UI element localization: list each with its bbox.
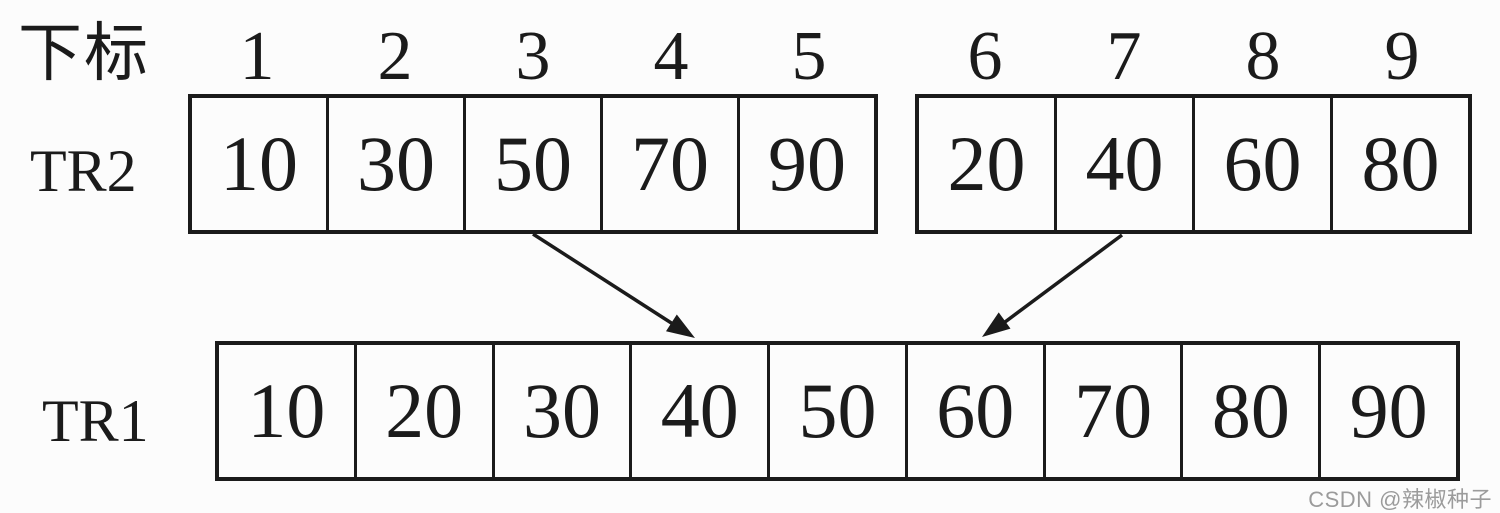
array-cell: 10 <box>247 367 326 454</box>
arrowhead-icon <box>982 312 1011 337</box>
tr1-row-label: TR1 <box>42 388 149 454</box>
watermark: CSDN @辣椒种子 <box>1308 487 1492 512</box>
array-cell: 80 <box>1180 345 1318 477</box>
array-cell: 10 <box>220 120 298 207</box>
merge-arrow-left <box>532 232 677 328</box>
index-number: 2 <box>377 18 413 95</box>
array-cell: 90 <box>1318 345 1456 477</box>
array-cell: 30 <box>491 345 630 477</box>
array-cell: 60 <box>904 345 1043 477</box>
index-number: 1 <box>239 18 275 95</box>
array-cell: 40 <box>629 345 767 477</box>
array-cell: 20 <box>353 345 492 477</box>
array-cell: 20 <box>947 120 1026 207</box>
array-cell: 40 <box>1054 98 1192 230</box>
index-number: 7 <box>1106 18 1142 95</box>
tr1-merged-array: 10 20 30 40 50 60 70 80 90 <box>215 341 1460 481</box>
array-cell: 70 <box>1042 345 1181 477</box>
array-cell: 50 <box>463 98 600 230</box>
index-number: 8 <box>1245 18 1281 95</box>
array-cell: 60 <box>1192 98 1330 230</box>
index-number: 5 <box>791 18 827 95</box>
merge-arrow-right <box>999 233 1124 327</box>
array-cell: 80 <box>1330 98 1468 230</box>
index-number: 4 <box>653 18 689 95</box>
array-cell: 70 <box>600 98 737 230</box>
index-number: 9 <box>1384 18 1420 95</box>
array-cell: 50 <box>767 345 905 477</box>
tr2-left-run-array: 10 30 50 70 90 <box>188 94 878 234</box>
index-row-label: 下标 <box>18 18 150 89</box>
tr2-right-run-array: 20 40 60 80 <box>915 94 1472 234</box>
array-cell: 30 <box>326 98 463 230</box>
array-cell: 90 <box>737 98 874 230</box>
arrowhead-icon <box>666 314 695 338</box>
index-number: 3 <box>515 18 551 95</box>
tr2-row-label: TR2 <box>30 138 137 204</box>
index-number: 6 <box>967 18 1003 95</box>
